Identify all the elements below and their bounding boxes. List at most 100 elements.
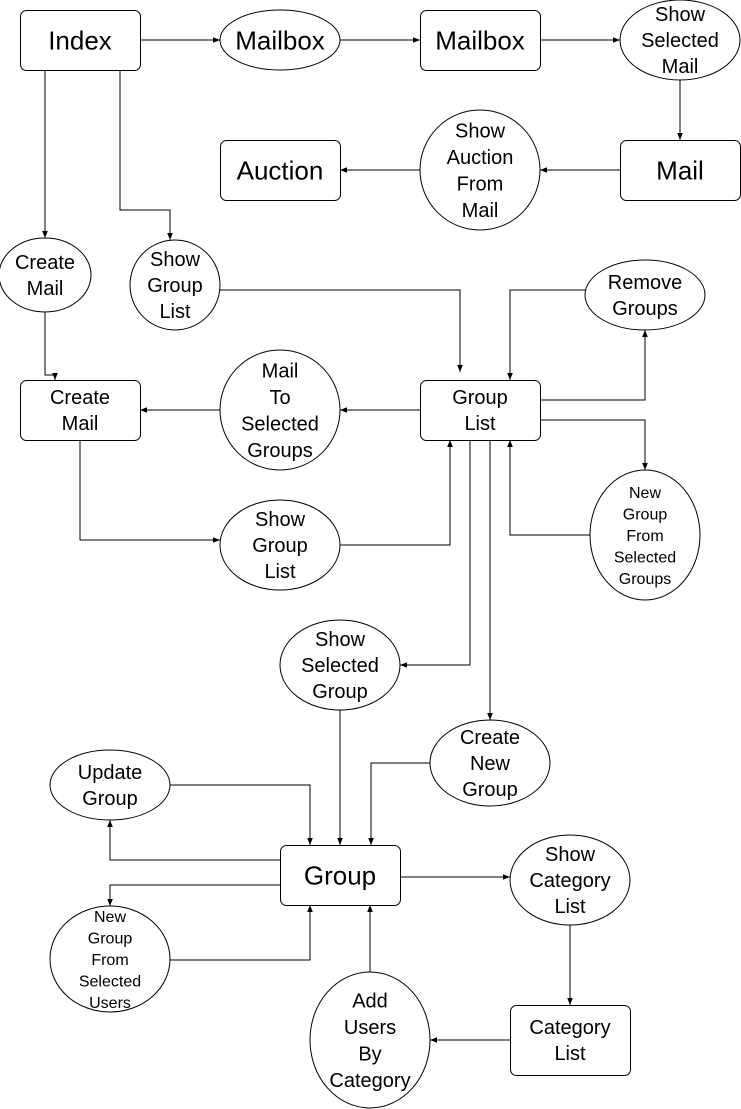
show-group-list-action-2-label-line: List — [264, 561, 296, 583]
node-group-page: Group — [280, 845, 401, 906]
group-page-label-line: Group — [304, 860, 376, 890]
new-group-from-selected-users-label-line: Selected — [79, 973, 141, 990]
create-mail-action-label-line: Create — [15, 252, 75, 274]
arrow-create-mail-action-to-create-mail-page — [44, 312, 58, 380]
arrow-new-group-from-selected-users-to-group-page — [170, 905, 313, 961]
create-mail-page-label-line: Mail — [62, 413, 99, 435]
add-users-by-category-label-line: Add — [352, 990, 388, 1012]
update-group-ellipse — [49, 749, 171, 821]
show-category-list-label-line: Show — [545, 844, 596, 866]
create-new-group-label-line: Group — [462, 779, 518, 801]
show-group-list-action-1-label-line: List — [159, 301, 191, 323]
index-label-line: Index — [48, 25, 112, 55]
show-category-list-label-line: Category — [529, 870, 610, 892]
new-group-from-selected-users-label-line: New — [94, 909, 126, 926]
arrow-group-list-page-to-new-group-from-selected-groups — [540, 419, 648, 470]
category-list-page-label-line: Category — [529, 1017, 610, 1039]
arrow-new-group-from-selected-groups-to-group-list-page — [507, 440, 590, 536]
create-new-group-label-line: New — [470, 753, 511, 775]
auction-page-label-line: Auction — [237, 155, 324, 185]
node-auction-page: Auction — [220, 140, 341, 201]
add-users-by-category-ellipse — [309, 971, 431, 1109]
arrow-group-page-to-new-group-from-selected-users — [107, 884, 280, 906]
arrow-group-list-page-to-remove-groups — [540, 330, 648, 401]
add-users-by-category-label-line: Users — [344, 1017, 396, 1039]
show-auction-from-mail-label-line: Auction — [447, 147, 514, 169]
arrow-group-page-to-update-group — [107, 820, 280, 861]
arrow-remove-groups-to-group-list-page — [507, 289, 585, 380]
new-group-from-selected-groups-label-line: New — [629, 485, 661, 502]
arrow-show-group-list-action-2-to-group-list-page — [340, 440, 453, 546]
new-group-from-selected-users-ellipse — [49, 905, 171, 1013]
mail-to-selected-groups-label-line: To — [269, 387, 290, 409]
arrow-show-group-list-action-1-to-group-list-page — [220, 289, 463, 372]
mail-to-selected-groups-label-line: Mail — [262, 360, 299, 382]
mailbox-action-ellipse — [219, 9, 341, 71]
arrow-create-mail-page-to-show-group-list-action-2 — [79, 440, 220, 543]
add-users-by-category-label-line: Category — [329, 1070, 410, 1092]
show-category-list-ellipse — [509, 834, 631, 926]
node-mailbox-page: Mailbox — [420, 10, 541, 71]
new-group-from-selected-groups-label-line: Selected — [614, 549, 676, 566]
mailbox-action-label-line: Mailbox — [235, 25, 325, 55]
node-index: Index — [20, 10, 141, 71]
show-group-list-action-2-label-line: Show — [255, 509, 306, 531]
arrow-update-group-to-group-page — [170, 784, 313, 845]
node-mail-page: Mail — [620, 140, 741, 201]
mail-to-selected-groups-label-line: Selected — [241, 413, 319, 435]
new-group-from-selected-users-label-line: From — [91, 952, 128, 969]
show-group-list-action-1-ellipse — [129, 239, 221, 331]
create-mail-action-ellipse — [0, 237, 92, 313]
new-group-from-selected-groups-label-line: Groups — [619, 571, 671, 588]
category-list-page-box — [510, 1005, 631, 1076]
show-selected-group-ellipse — [279, 619, 401, 711]
mail-to-selected-groups-label-line: Groups — [247, 440, 313, 462]
group-list-page-label-line: Group — [452, 387, 508, 409]
auction-page-box — [220, 140, 341, 201]
show-auction-from-mail-label-line: Mail — [462, 200, 499, 222]
show-selected-group-label-line: Group — [312, 681, 368, 703]
remove-groups-label-line: Groups — [612, 298, 678, 320]
create-mail-page-box — [20, 380, 141, 441]
show-selected-mail-label-line: Selected — [641, 30, 719, 52]
show-category-list-label-line: List — [554, 896, 586, 918]
create-mail-action-label-line: Mail — [27, 278, 64, 300]
show-auction-from-mail-label-line: From — [457, 173, 504, 195]
mailbox-page-label-line: Mailbox — [435, 25, 525, 55]
group-page-box — [280, 845, 401, 906]
arrow-create-new-group-to-group-page — [368, 762, 430, 845]
show-selected-group-label-line: Show — [315, 629, 366, 651]
update-group-label-line: Group — [82, 788, 138, 810]
show-auction-from-mail-label-line: Show — [455, 120, 506, 142]
show-auction-from-mail-ellipse — [419, 109, 541, 231]
node-mailbox-action: Mailbox — [219, 9, 341, 71]
edges-layer — [42, 37, 683, 1043]
update-group-label-line: Update — [78, 762, 143, 784]
show-selected-group-label-line: Selected — [301, 655, 379, 677]
show-group-list-action-1-label-line: Show — [150, 249, 201, 271]
create-new-group-label-line: Create — [460, 727, 520, 749]
show-group-list-action-1-label-line: Group — [147, 275, 203, 297]
show-group-list-action-2-label-line: Group — [252, 535, 308, 557]
arrow-index-to-show-group-list-action-1 — [119, 70, 173, 240]
new-group-from-selected-users-label-line: Group — [88, 930, 133, 947]
new-group-from-selected-groups-label-line: Group — [623, 506, 668, 523]
create-new-group-ellipse — [429, 719, 551, 807]
group-list-page-box — [420, 380, 541, 441]
show-selected-mail-label-line: Show — [655, 4, 706, 26]
add-users-by-category-label-line: By — [358, 1043, 381, 1065]
